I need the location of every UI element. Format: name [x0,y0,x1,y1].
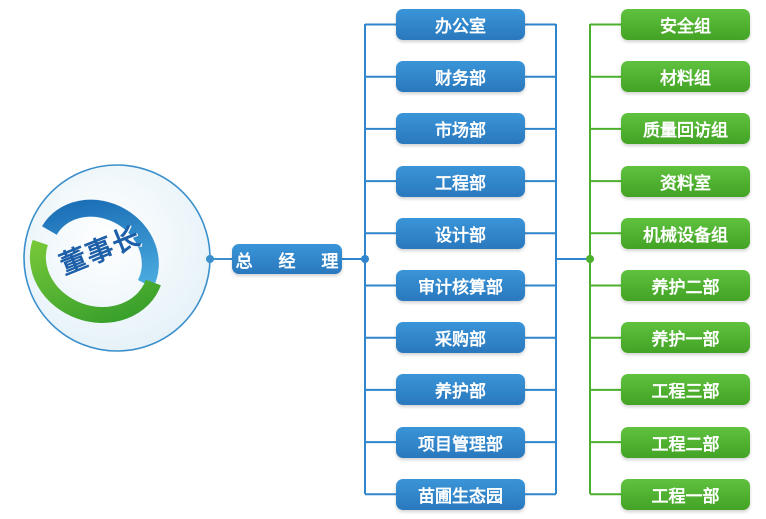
group-box-eng-3: 工程三部 [621,374,750,406]
dept-box-maintenance: 养护部 [396,374,525,406]
logo-connector-dot [206,255,214,263]
dept-box-office: 办公室 [396,9,525,40]
group-box-safety: 安全组 [621,9,750,40]
group-box-machinery: 机械设备组 [621,217,750,249]
dept-box-procurement: 采购部 [396,322,525,354]
dept-box-design: 设计部 [396,217,525,249]
group-box-archives: 资料室 [621,165,750,197]
group-box-maint-2: 养护二部 [621,270,750,301]
dept-box-project-mgmt: 项目管理部 [396,426,525,458]
group-box-eng-1: 工程一部 [621,478,750,510]
general-manager-box: 总 经 理 [232,244,342,274]
dept-box-audit: 审计核算部 [396,270,525,301]
group-box-maint-1: 养护一部 [621,322,750,354]
group-box-quality: 质量回访组 [621,113,750,145]
dept-box-finance: 财务部 [396,61,525,93]
group-box-materials: 材料组 [621,61,750,93]
dept-box-engineering: 工程部 [396,165,525,197]
logo-ring-blue [35,199,159,317]
logo-ring-green [29,201,165,323]
dept-box-nursery: 苗圃生态园 [396,478,525,510]
chairman-logo [23,164,232,352]
group-box-eng-2: 工程二部 [621,426,750,458]
dept-box-market: 市场部 [396,113,525,145]
